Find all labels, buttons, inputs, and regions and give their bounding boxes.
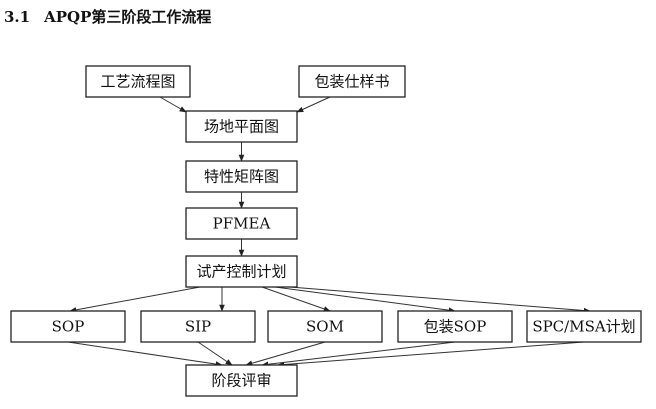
node-label: SOP bbox=[52, 318, 85, 336]
edge-packaging-spec-to-site-layout bbox=[296, 96, 331, 113]
node-site-layout: 场地平面图 bbox=[185, 110, 298, 143]
section-number: 3.1 bbox=[4, 8, 31, 26]
node-som: SOM bbox=[267, 310, 383, 343]
edge-pilot-control-plan-to-packaging-sop bbox=[274, 286, 456, 313]
node-packaging-spec: 包装仕样书 bbox=[298, 65, 406, 98]
node-label: SIP bbox=[185, 318, 211, 336]
node-phase-review: 阶段评审 bbox=[185, 364, 298, 397]
edge-pilot-control-plan-to-spc-msa-plan bbox=[289, 286, 591, 314]
edge-pilot-control-plan-to-som bbox=[261, 286, 331, 312]
node-label: SOM bbox=[306, 318, 344, 336]
node-label: 包装仕样书 bbox=[314, 73, 389, 91]
node-label: PFMEA bbox=[213, 215, 271, 233]
node-sop: SOP bbox=[10, 310, 126, 343]
node-label: 特性矩阵图 bbox=[204, 168, 279, 186]
node-label: 工艺流程图 bbox=[100, 73, 175, 91]
node-label: 场地平面图 bbox=[204, 118, 279, 136]
node-process-flow: 工艺流程图 bbox=[85, 65, 191, 98]
node-packaging-sop: 包装SOP bbox=[397, 310, 513, 343]
node-label: SPC/MSA计划 bbox=[532, 318, 635, 336]
node-sip: SIP bbox=[140, 310, 256, 343]
edge-spc-msa-plan-to-phase-review bbox=[277, 341, 585, 368]
node-label: 试产控制计划 bbox=[196, 263, 286, 281]
edge-sop-to-phase-review bbox=[67, 341, 223, 367]
edge-process-flow-to-site-layout bbox=[159, 96, 187, 113]
page-heading: 3.1 APQP第三阶段工作流程 bbox=[4, 6, 211, 27]
node-pilot-control-plan: 试产控制计划 bbox=[185, 255, 298, 288]
edges bbox=[67, 96, 591, 368]
node-characteristics-matrix: 特性矩阵图 bbox=[185, 160, 298, 193]
node-label: 阶段评审 bbox=[211, 372, 271, 390]
section-title: APQP第三阶段工作流程 bbox=[44, 8, 212, 26]
edge-som-to-phase-review bbox=[245, 341, 326, 366]
edge-pilot-control-plan-to-sop bbox=[69, 286, 201, 313]
edge-sip-to-phase-review bbox=[197, 341, 233, 366]
node-spc-msa-plan: SPC/MSA计划 bbox=[526, 310, 642, 343]
node-label: 包装SOP bbox=[424, 318, 487, 336]
edge-packaging-sop-to-phase-review bbox=[261, 341, 456, 368]
node-pfmea: PFMEA bbox=[185, 207, 298, 240]
